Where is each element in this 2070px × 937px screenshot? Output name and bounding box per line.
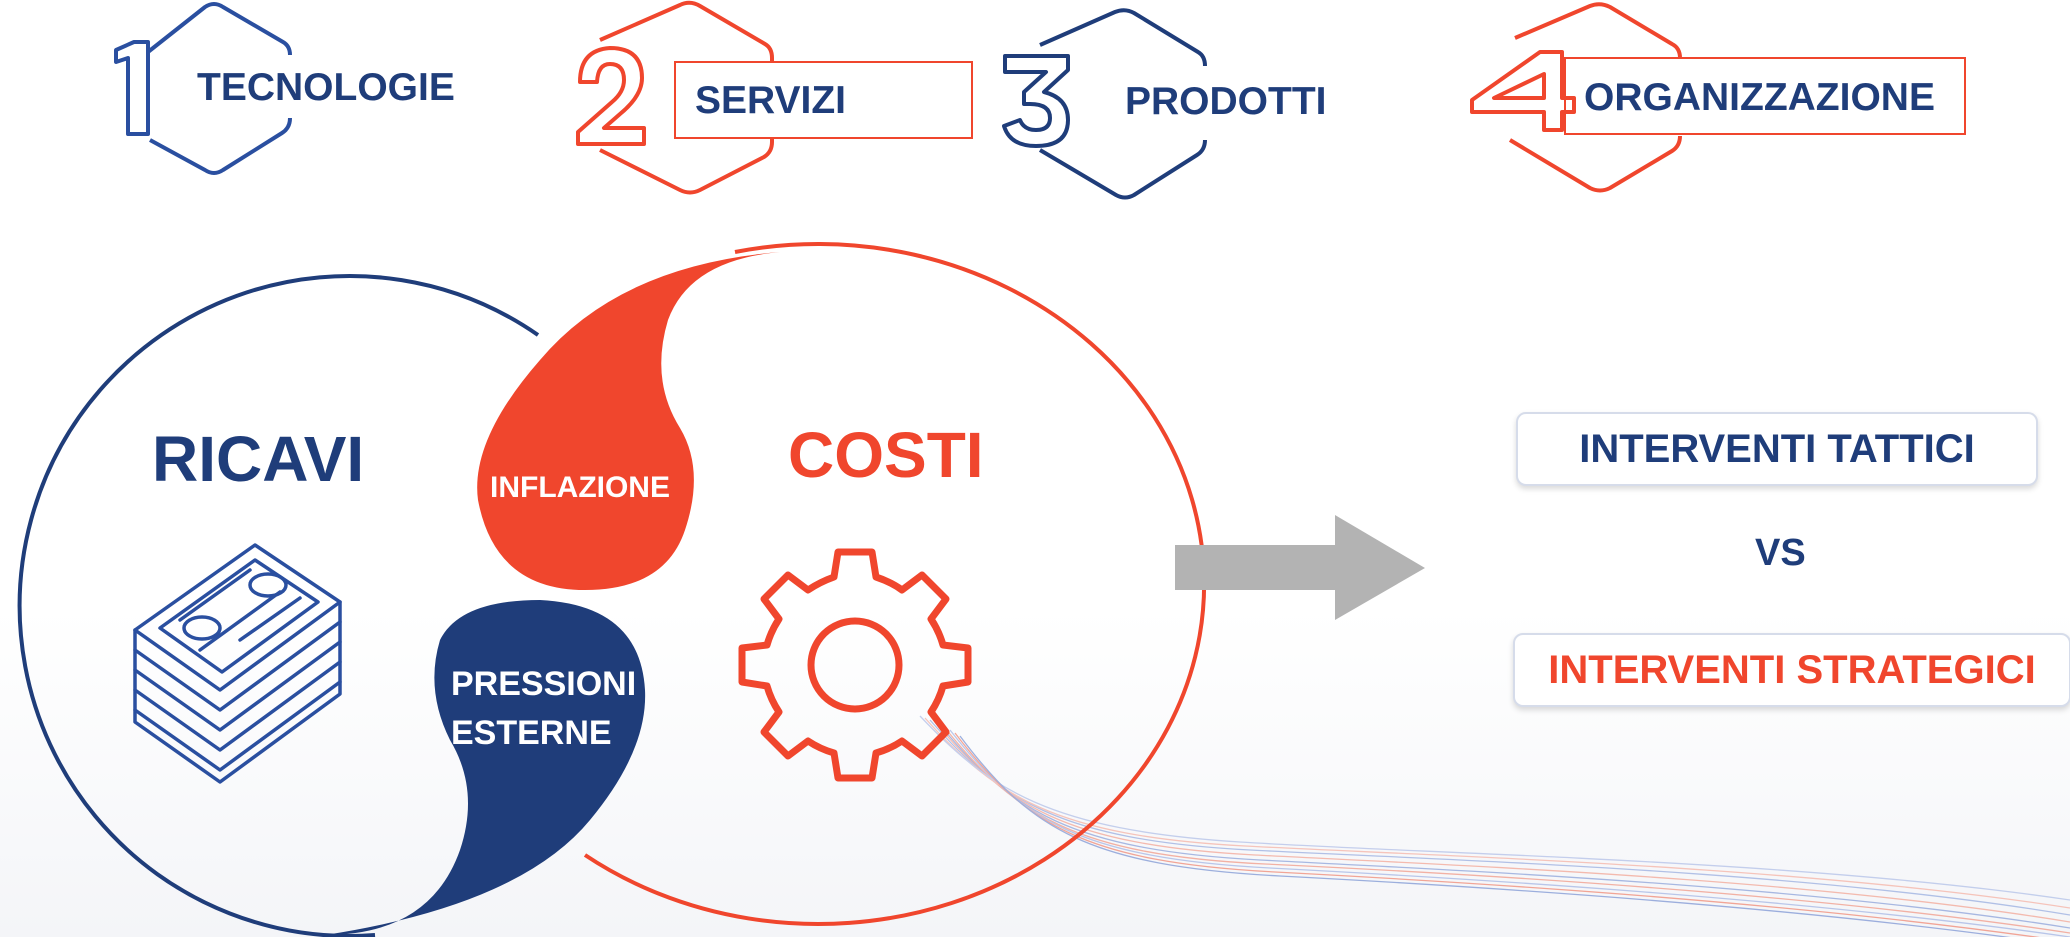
numeral-4-icon (1470, 50, 1576, 132)
ricavi-title: RICAVI (152, 423, 365, 495)
interventi-strategici-box: INTERVENTI STRATEGICI (1513, 633, 2070, 707)
inflazione-drop (477, 252, 780, 590)
interventi-strategici-label: INTERVENTI STRATEGICI (1548, 647, 2036, 692)
wave-lines-decoration (919, 715, 2070, 937)
interventi-tattici-box: INTERVENTI TATTICI (1516, 412, 2038, 486)
arrow-right-icon (1175, 515, 1425, 620)
inflazione-label: INFLAZIONE (490, 471, 670, 504)
numeral-2-icon (576, 46, 646, 146)
category-1-hexagon (146, 2, 292, 175)
numeral-3-icon (1002, 54, 1070, 148)
pressioni-drop (325, 600, 646, 935)
gear-icon (738, 548, 972, 782)
category-1-label: TECNOLOGIE (197, 66, 455, 109)
pressioni-label-line2: ESTERNE (451, 714, 612, 752)
costi-circle-outline (583, 242, 1207, 926)
category-4-label: ORGANIZZAZIONE (1584, 76, 1935, 119)
interventi-tattici-label: INTERVENTI TATTICI (1579, 426, 1975, 471)
category-2-label: SERVIZI (695, 79, 846, 122)
versus-label: VS (1755, 532, 1806, 574)
category-4-hexagon (1508, 2, 1682, 193)
category-3-hexagon (1038, 8, 1207, 200)
numeral-1-icon (114, 40, 150, 136)
category-2-label-box (674, 61, 973, 139)
pressioni-label-line1: PRESSIONI (451, 665, 637, 703)
category-3-label: PRODOTTI (1125, 80, 1327, 123)
costi-title: COSTI (788, 419, 984, 491)
ricavi-circle-outline (17, 274, 540, 937)
category-2-hexagon (599, 0, 774, 195)
money-stack-icon (133, 543, 342, 784)
